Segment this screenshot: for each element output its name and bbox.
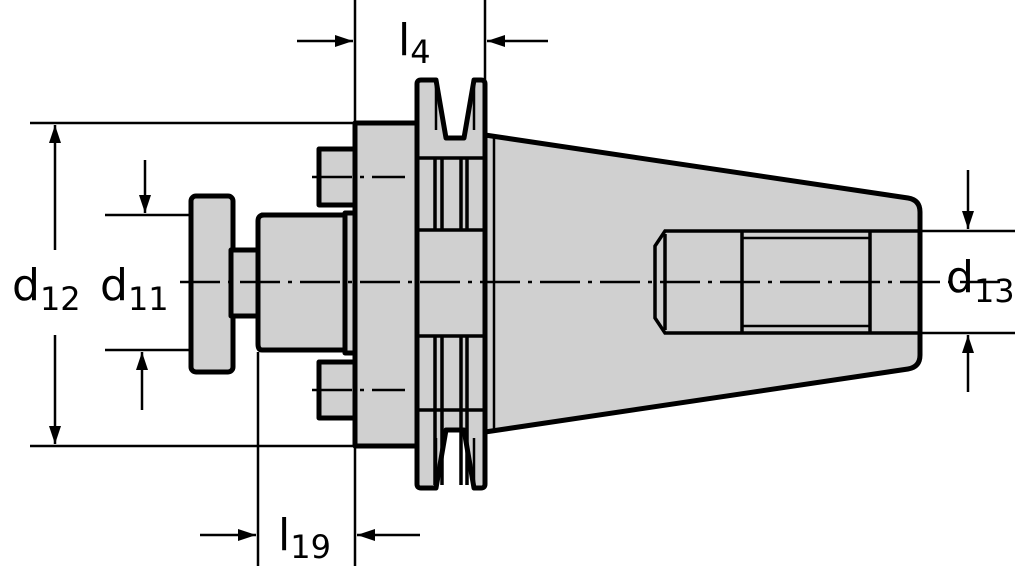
dimension-arrows <box>49 35 974 541</box>
dimension-label-d11: d11 <box>100 260 169 318</box>
dimension-label-d13: d13 <box>946 252 1015 310</box>
taper-shank <box>482 132 923 435</box>
dimension-label-l19: l19 <box>278 510 331 566</box>
dimension-lines <box>30 0 1015 566</box>
dimension-label-d12: d12 <box>12 260 81 318</box>
dimension-label-l4: l4 <box>398 15 431 71</box>
internal-bore <box>653 229 918 335</box>
pull-stud <box>188 193 358 375</box>
v-groove-flange <box>414 77 488 491</box>
